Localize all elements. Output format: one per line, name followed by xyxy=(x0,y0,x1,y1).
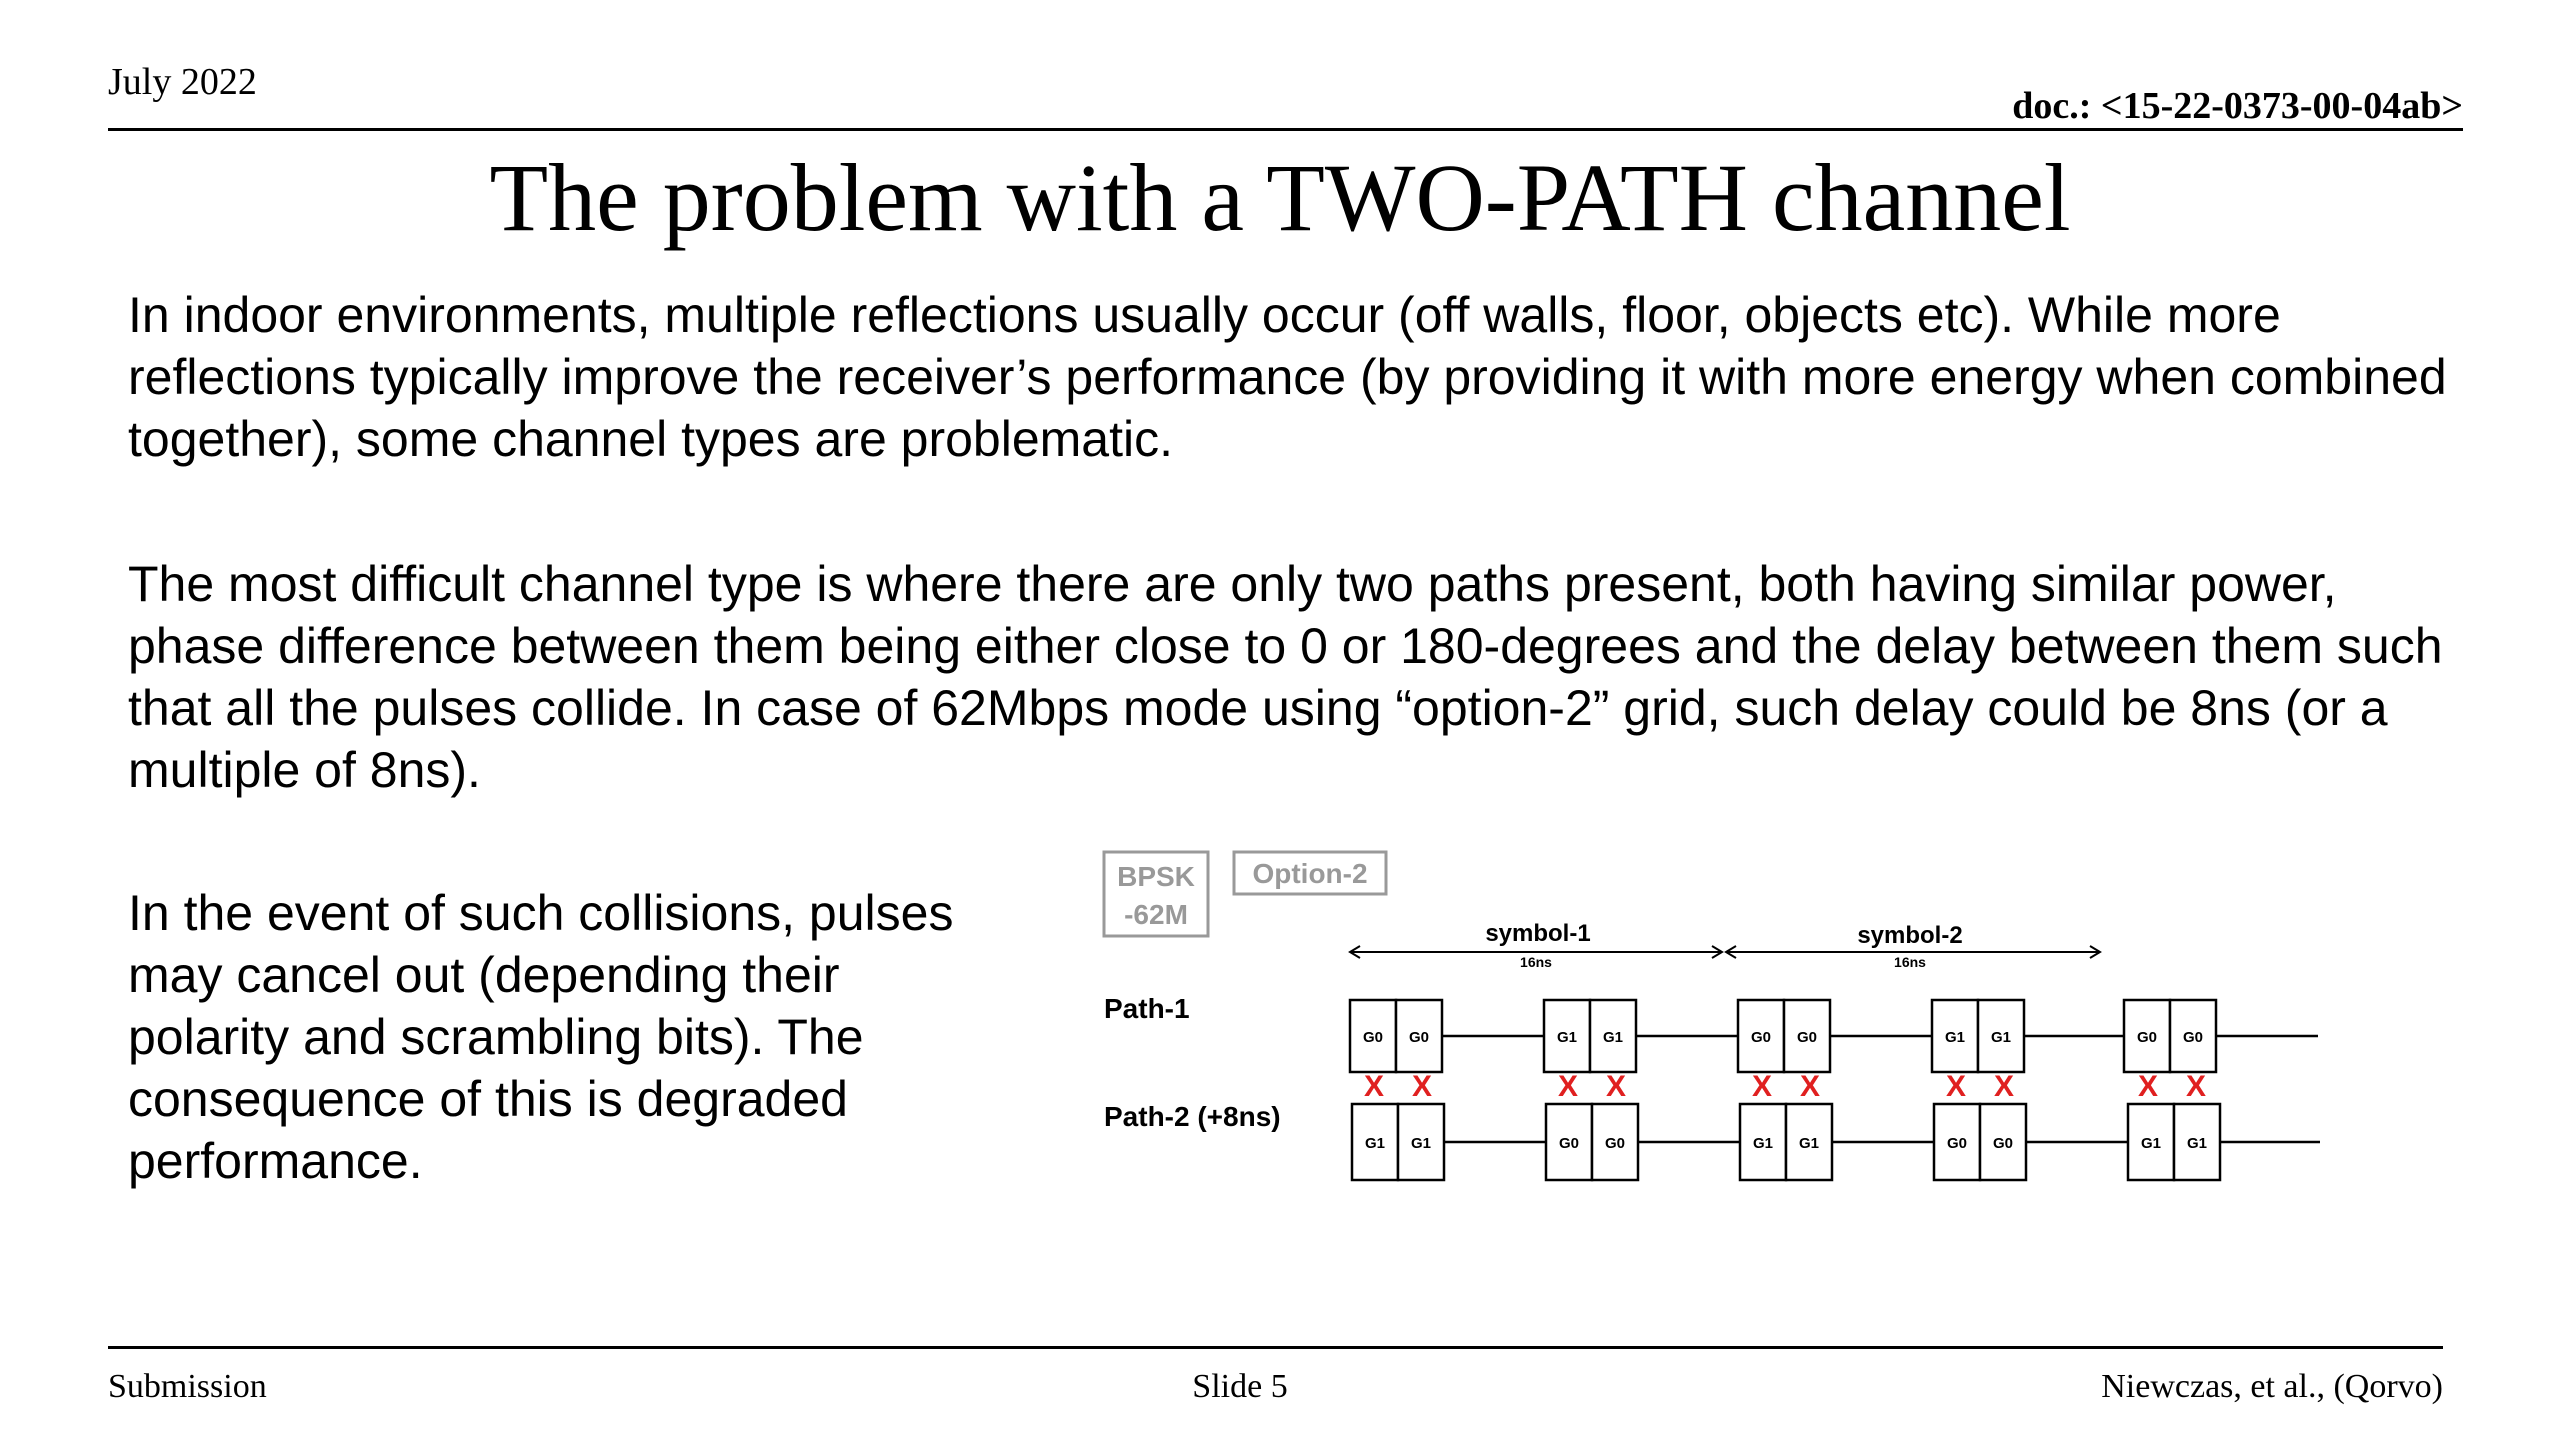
path-1-pulse-train: G0 G0 G1 G1 G0 G0 G1 G1 G0 G0 xyxy=(1348,998,2318,1074)
path-2-label: Path-2 (+8ns) xyxy=(1104,1101,1281,1132)
header-rule xyxy=(108,128,2463,131)
path-1-pulse-2-1-label: G1 xyxy=(1557,1029,1577,1046)
two-path-collision-diagram: BPSK -62M Option-2 symbol-1 symbol-2 16n… xyxy=(1102,850,2320,1182)
path-1-pulse-3-2 xyxy=(1782,998,1832,1074)
paragraph-2: The most difficult channel type is where… xyxy=(128,556,2443,798)
path-1-pulse-1-1-label: G0 xyxy=(1363,1029,1383,1046)
path-2-pulse-2-1-label: G0 xyxy=(1559,1135,1579,1152)
collision-mark-1: X xyxy=(1364,1070,1384,1103)
symbol-1-duration: 16ns xyxy=(1520,954,1552,970)
path-2-pulse-3-2-label: G1 xyxy=(1799,1135,1819,1152)
collision-mark-8: X xyxy=(1994,1070,2014,1103)
path-2-pulse-1-2-label: G1 xyxy=(1411,1135,1431,1152)
mode-label-box xyxy=(1102,850,1210,938)
mode-label-line2: -62M xyxy=(1124,899,1188,930)
symbol-1-label: symbol-1 xyxy=(1485,920,1590,947)
path-1-pulse-5-2-label: G0 xyxy=(2183,1029,2203,1046)
symbol-2-label: symbol-2 xyxy=(1857,922,1962,949)
collision-mark-5: X xyxy=(1752,1070,1772,1103)
path-1-pulse-4-1-label: G1 xyxy=(1945,1029,1965,1046)
path-1-pulse-3-2-label: G0 xyxy=(1797,1029,1817,1046)
symbol-2-duration: 16ns xyxy=(1894,954,1926,970)
path-2-pulse-5-2-label: G1 xyxy=(2187,1135,2207,1152)
footer-authors: Niewczas, et al., (Qorvo) xyxy=(2101,1368,2443,1405)
path-2-pulse-5-1-label: G1 xyxy=(2141,1135,2161,1152)
path-1-pulse-1-1 xyxy=(1348,998,1398,1074)
collision-mark-9: X xyxy=(2138,1070,2158,1103)
path-1-pulse-4-2-label: G1 xyxy=(1991,1029,2011,1046)
path-2-pulse-4-1 xyxy=(1932,1102,1982,1182)
path-1-pulse-5-1 xyxy=(2122,998,2172,1074)
header-doc-id: doc.: <15-22-0373-00-04ab> xyxy=(2012,85,2463,127)
grid-label: Option-2 xyxy=(1252,858,1367,889)
paragraph-1: In indoor environments, multiple reflect… xyxy=(128,287,2447,467)
path-1-label: Path-1 xyxy=(1104,993,1190,1024)
symbol-2-arrow xyxy=(1724,945,2102,959)
collision-mark-3: X xyxy=(1558,1070,1578,1103)
footer-submission: Submission xyxy=(108,1368,267,1405)
symbol-1-arrow xyxy=(1348,945,1724,959)
path-1-pulse-1-2-label: G0 xyxy=(1409,1029,1429,1046)
collision-mark-7: X xyxy=(1946,1070,1966,1103)
path-2-pulse-1-1-label: G1 xyxy=(1365,1135,1385,1152)
path-1-pulse-3-1-label: G0 xyxy=(1751,1029,1771,1046)
mode-label-line1: BPSK xyxy=(1117,861,1195,892)
path-2-pulse-2-2-label: G0 xyxy=(1605,1135,1625,1152)
path-2-pulse-4-2-label: G0 xyxy=(1993,1135,2013,1152)
grid-label-box xyxy=(1232,850,1388,896)
path-1-pulse-3-1 xyxy=(1736,998,1786,1074)
slide-title: The problem with a TWO-PATH channel xyxy=(489,144,2071,251)
path-2-pulse-1-1 xyxy=(1350,1102,1400,1182)
path-1-pulse-5-1-label: G0 xyxy=(2137,1029,2157,1046)
collision-mark-10: X xyxy=(2186,1070,2206,1103)
footer-rule xyxy=(108,1346,2443,1349)
collision-mark-6: X xyxy=(1800,1070,1820,1103)
path-1-pulse-2-2-label: G1 xyxy=(1603,1029,1623,1046)
path-2-pulse-3-1-label: G1 xyxy=(1753,1135,1773,1152)
footer-slide-number: Slide 5 xyxy=(1192,1368,1288,1405)
path-2-pulse-3-1 xyxy=(1738,1102,1788,1182)
path-2-pulse-train: G1 G1 G0 G0 G1 G1 G0 G0 G1 G1 xyxy=(1350,1102,2320,1182)
collision-mark-4: X xyxy=(1606,1070,1626,1103)
path-1-pulse-5-2 xyxy=(2168,998,2218,1074)
paragraph-3: In the event of such collisions, pulses … xyxy=(128,885,954,1189)
path-2-pulse-4-2 xyxy=(1978,1102,2028,1182)
path-1-pulse-4-2 xyxy=(1976,998,2026,1074)
path-2-pulse-4-1-label: G0 xyxy=(1947,1135,1967,1152)
path-2-pulse-5-2 xyxy=(2172,1102,2222,1182)
collision-mark-2: X xyxy=(1412,1070,1432,1103)
header-date: July 2022 xyxy=(108,61,257,103)
